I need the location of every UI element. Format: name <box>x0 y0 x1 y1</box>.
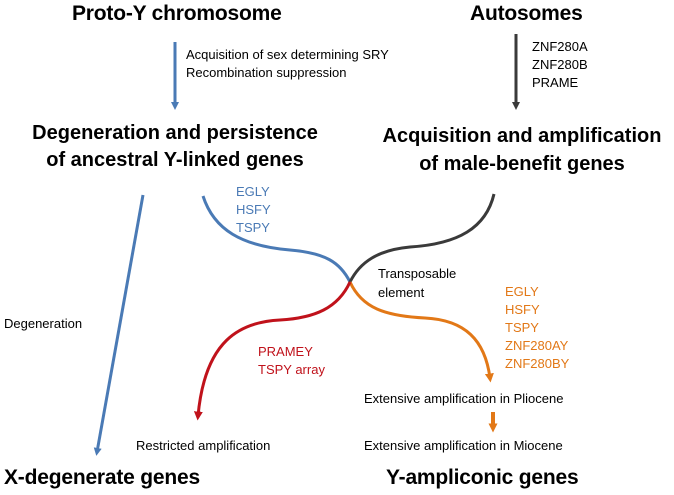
orange-gene: ZNF280AY <box>505 338 569 353</box>
miocene-label: Extensive amplification in Miocene <box>364 438 563 453</box>
degeneration-arrow <box>93 194 145 456</box>
pliocene-label: Extensive amplification in Pliocene <box>364 391 564 406</box>
transposable-label-2: element <box>378 285 425 300</box>
transposable-label-1: Transposable <box>378 266 457 281</box>
orange-curve <box>348 281 494 383</box>
dark-curve <box>348 193 496 283</box>
mid-right-heading-2: of male-benefit genes <box>419 153 625 175</box>
mid-left-heading-2: of ancestral Y-linked genes <box>46 149 304 171</box>
blue-gene: EGLY <box>236 184 270 199</box>
red-curve <box>193 281 352 421</box>
x-degenerate-title: X-degenerate genes <box>4 466 200 489</box>
red-gene: PRAMEY <box>258 344 313 359</box>
orange-gene: ZNF280BY <box>505 356 570 371</box>
autosome-gene: ZNF280B <box>532 57 588 72</box>
y-ampliconic-title: Y-ampliconic genes <box>386 466 579 489</box>
process-line-2: Recombination suppression <box>186 65 347 80</box>
orange-gene: TSPY <box>505 320 539 335</box>
degeneration-label: Degeneration <box>4 316 83 331</box>
autosome-gene: ZNF280A <box>532 39 588 54</box>
autosomes-title: Autosomes <box>470 2 583 25</box>
orange-gene: EGLY <box>505 284 539 299</box>
blue-gene: TSPY <box>236 220 270 235</box>
process-line-1: Acquisition of sex determining SRY <box>186 47 389 62</box>
blue-curve <box>201 195 352 283</box>
mid-left-heading-1: Degeneration and persistence <box>32 122 318 144</box>
orange-gene: HSFY <box>505 302 540 317</box>
blue-gene: HSFY <box>236 202 271 217</box>
restricted-label: Restricted amplification <box>136 438 271 453</box>
proto-y-title: Proto-Y chromosome <box>72 2 282 25</box>
autosome-gene: PRAME <box>532 75 579 90</box>
mid-right-heading-1: Acquisition and amplification <box>382 125 662 147</box>
red-gene: TSPY array <box>258 362 325 377</box>
